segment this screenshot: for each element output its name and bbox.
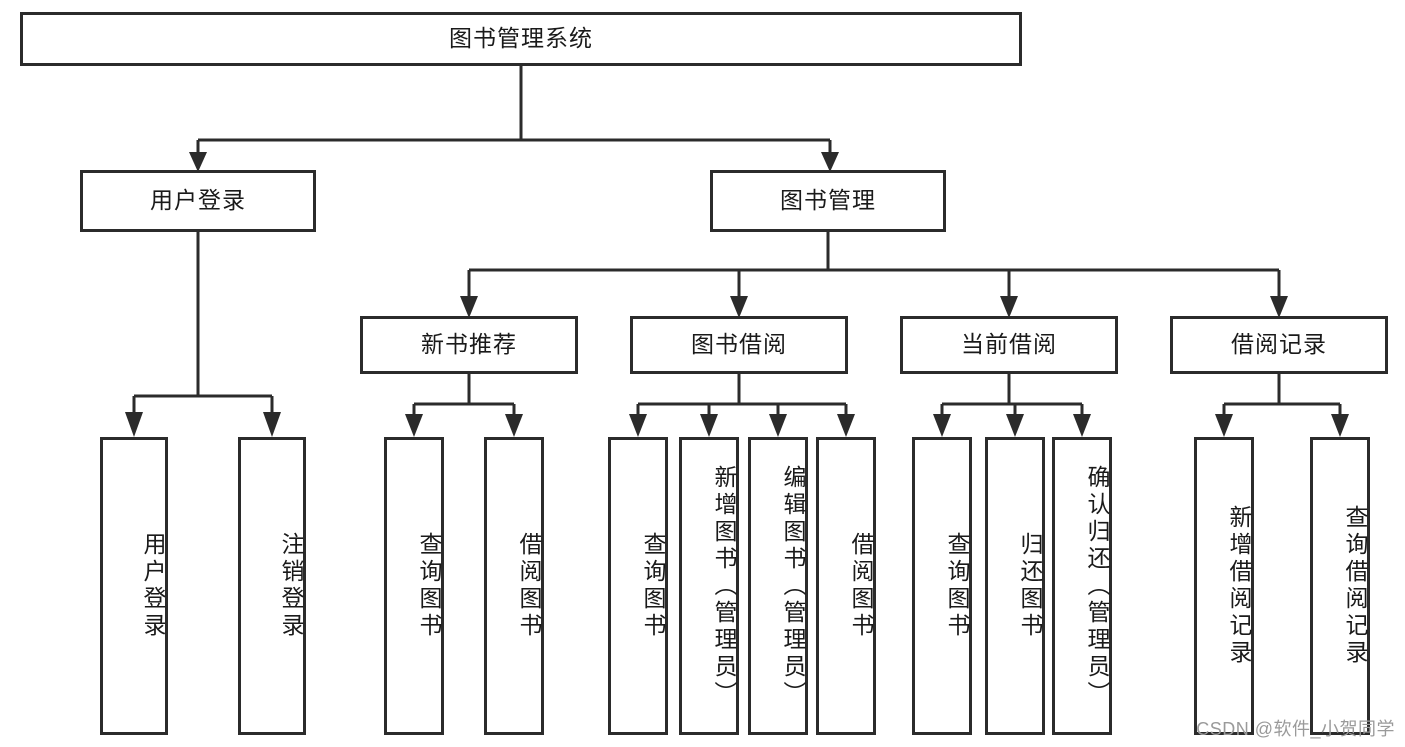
node-new-book-rec-label: 新书推荐 — [421, 331, 517, 358]
node-book-borrow-label: 图书借阅 — [691, 331, 787, 358]
node-leaf-bb-query-label: 查询图书 — [640, 532, 666, 640]
node-leaf-cb-return[interactable]: 归还图书 — [985, 437, 1045, 735]
node-borrow-record-label: 借阅记录 — [1231, 331, 1327, 358]
node-leaf-bb-borrow-label: 借阅图书 — [848, 532, 874, 640]
node-leaf-br-add[interactable]: 新增借阅记录 — [1194, 437, 1254, 735]
node-leaf-user-login[interactable]: 用户登录 — [100, 437, 168, 735]
node-leaf-rec-query-label: 查询图书 — [416, 532, 442, 640]
node-leaf-bb-edit-label: 编辑图书（管理员） — [780, 464, 806, 708]
node-leaf-bb-add[interactable]: 新增图书（管理员） — [679, 437, 739, 735]
node-leaf-bb-add-label: 新增图书（管理员） — [711, 464, 737, 708]
connector-newbookrec-to-leaves — [405, 374, 523, 437]
node-leaf-br-query[interactable]: 查询借阅记录 — [1310, 437, 1370, 735]
connector-root-to-level2 — [189, 66, 839, 172]
node-leaf-bb-query[interactable]: 查询图书 — [608, 437, 668, 735]
node-leaf-br-add-label: 新增借阅记录 — [1226, 505, 1252, 667]
node-leaf-cb-query[interactable]: 查询图书 — [912, 437, 972, 735]
node-leaf-br-query-label: 查询借阅记录 — [1342, 505, 1368, 667]
node-root-label: 图书管理系统 — [449, 25, 593, 52]
node-leaf-rec-query[interactable]: 查询图书 — [384, 437, 444, 735]
watermark: CSDN @软件_小贺同学 — [1196, 719, 1395, 739]
node-current-borrow[interactable]: 当前借阅 — [900, 316, 1118, 374]
node-borrow-record[interactable]: 借阅记录 — [1170, 316, 1388, 374]
node-leaf-user-login-label: 用户登录 — [140, 532, 166, 640]
node-leaf-user-logout-label: 注销登录 — [278, 532, 304, 640]
node-leaf-cb-query-label: 查询图书 — [944, 532, 970, 640]
node-book-manage[interactable]: 图书管理 — [710, 170, 946, 232]
node-leaf-cb-confirm-label: 确认归还（管理员） — [1084, 464, 1110, 708]
connector-borrowrecord-to-leaves — [1215, 374, 1349, 437]
node-leaf-bb-borrow[interactable]: 借阅图书 — [816, 437, 876, 735]
node-leaf-rec-borrow[interactable]: 借阅图书 — [484, 437, 544, 735]
node-leaf-bb-edit[interactable]: 编辑图书（管理员） — [748, 437, 808, 735]
node-book-manage-label: 图书管理 — [780, 187, 876, 214]
connector-currentborrow-to-leaves — [933, 374, 1091, 437]
node-book-borrow[interactable]: 图书借阅 — [630, 316, 848, 374]
connector-userlogin-to-leaves — [125, 232, 281, 437]
node-user-login[interactable]: 用户登录 — [80, 170, 316, 232]
node-leaf-user-logout[interactable]: 注销登录 — [238, 437, 306, 735]
node-leaf-rec-borrow-label: 借阅图书 — [516, 532, 542, 640]
node-root[interactable]: 图书管理系统 — [20, 12, 1022, 66]
connector-bookmanage-to-level3 — [460, 232, 1288, 318]
node-leaf-cb-confirm[interactable]: 确认归还（管理员） — [1052, 437, 1112, 735]
connector-bookborrow-to-leaves — [629, 374, 855, 437]
node-user-login-label: 用户登录 — [150, 187, 246, 214]
node-new-book-rec[interactable]: 新书推荐 — [360, 316, 578, 374]
node-leaf-cb-return-label: 归还图书 — [1017, 532, 1043, 640]
node-current-borrow-label: 当前借阅 — [961, 331, 1057, 358]
